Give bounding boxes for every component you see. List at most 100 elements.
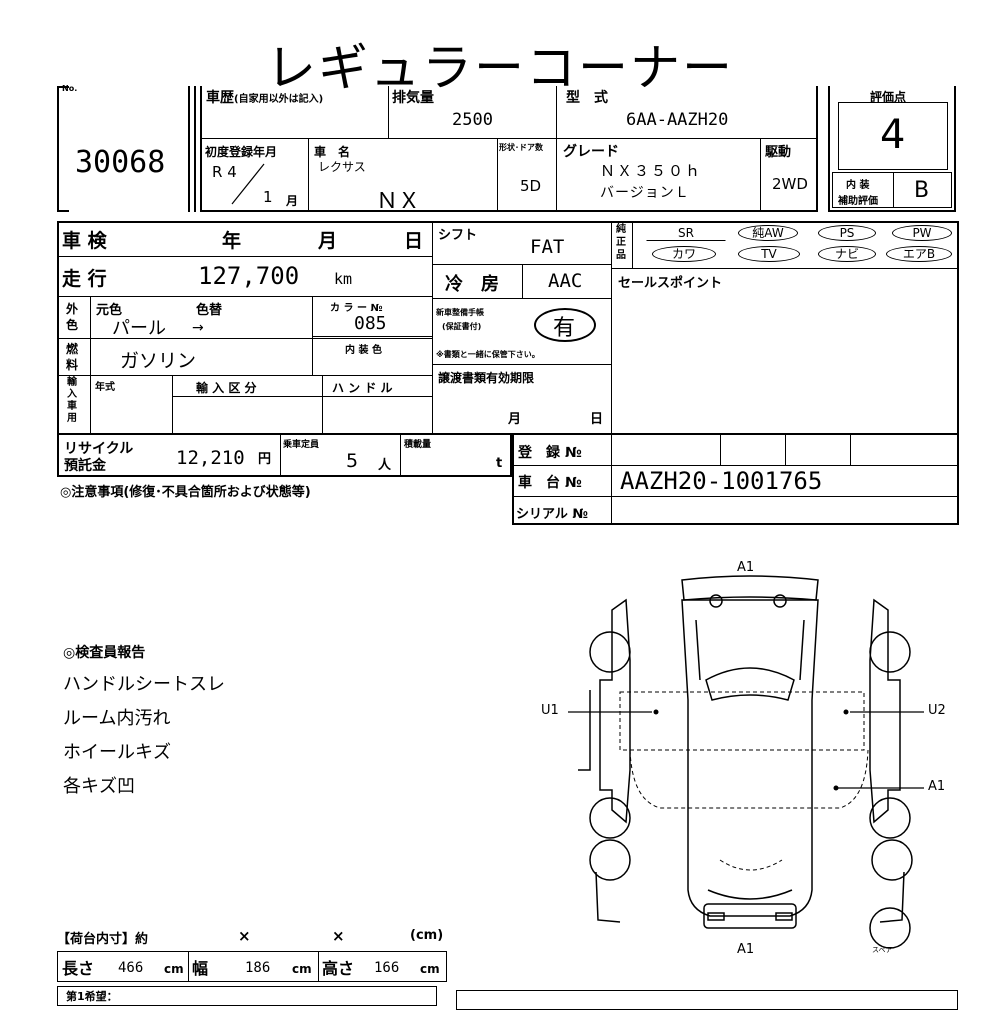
mileage-value: 127,700 (198, 262, 300, 290)
equip-sr: SR (646, 225, 726, 241)
serial-label: シリアル № (516, 507, 589, 522)
length-cm: cm (164, 962, 184, 976)
width-value: 186 (245, 960, 271, 976)
car-name-label: 車 名 (314, 145, 351, 159)
equip-pw: PW (892, 225, 952, 241)
notes-heading: ◎注意事項(修復･不具合箇所および状態等) (60, 485, 311, 500)
records-note: ※書類と一緒に保管下さい。 (436, 350, 540, 359)
records-label-1: 新車整備手帳 (436, 308, 484, 317)
cargo-heading: 【荷台内寸】約 (57, 932, 149, 947)
cargo-dims (57, 951, 447, 982)
shift-label: シフト (438, 228, 478, 243)
diagram-label-spare: スペア (872, 946, 893, 954)
transfer-month: 月 (508, 412, 522, 427)
score-value: 4 (880, 112, 906, 158)
shaken-month-unit: 月 (318, 230, 338, 252)
equipment-label: 純正品 (616, 224, 626, 261)
diagram-label-left: U1 (541, 703, 559, 718)
grade-label: グレード (563, 144, 619, 160)
fuel-value: ガソリン (120, 350, 197, 372)
equip-airbag: エアB (886, 246, 952, 262)
memo-box (456, 990, 958, 1010)
recycle-yen: 円 (258, 452, 272, 467)
sales-point-label: セールスポイント (618, 276, 723, 291)
interior-score: B (914, 178, 930, 203)
height-cm: cm (420, 962, 440, 976)
inspector-item: ホイールキズ (63, 742, 171, 763)
recycle-box (57, 435, 512, 477)
interior-label-2: 補助評価 (838, 196, 878, 207)
width-label: 幅 (192, 959, 209, 978)
car-name: ＮＸ (376, 189, 421, 214)
records-value-oval (534, 308, 596, 342)
interior-color-label: 内 装 色 (345, 345, 382, 356)
transfer-day: 日 (590, 412, 604, 427)
shaken-label: 車 検 (62, 230, 107, 252)
chassis-label: 車 台 № (518, 475, 582, 491)
registration-box (512, 435, 959, 525)
first-reg-label: 初度登録年月 (205, 145, 278, 159)
original-color: パール (112, 318, 166, 339)
handle-label: ハ ン ド ル (332, 381, 393, 395)
cargo-unit: (cm) (410, 928, 444, 943)
shaken-year-unit: 年 (222, 230, 242, 252)
fuel-label-2: 料 (66, 358, 79, 372)
equip-tv: TV (738, 246, 800, 262)
grade-line2: バージョンＬ (600, 185, 690, 201)
recycle-label-2: 預託金 (64, 458, 106, 474)
records-label-2: (保証書付) (442, 322, 482, 331)
transfer-label: 譲渡書類有効期限 (438, 371, 535, 385)
shaken-day-unit: 日 (404, 230, 424, 252)
diagram-label-rear: A1 (737, 942, 755, 957)
inspector-item: ルーム内汚れ (63, 708, 171, 729)
displacement-value: 2500 (452, 110, 493, 130)
records-value: 有 (553, 316, 576, 341)
grade-line1: ＮＸ３５０ｈ (600, 162, 703, 180)
interior-score-box (832, 172, 952, 208)
color-no: 085 (354, 313, 387, 334)
first-reg-era: R 4 (212, 163, 237, 181)
first-reg-month-unit: 月 (286, 194, 299, 208)
height-value: 166 (374, 960, 400, 976)
capacity-unit: 人 (378, 458, 392, 473)
recycle-label-1: リサイクル (64, 441, 134, 457)
reg-no-label: 登 録 № (518, 445, 582, 461)
score-label: 評価点 (870, 90, 907, 104)
displacement-label: 排気量 (392, 90, 434, 106)
inspector-item: ハンドルシートスレ (63, 674, 225, 695)
vehicle-info-grid (200, 86, 818, 212)
history-note: (自家用以外は記入) (234, 94, 324, 105)
ac-label: 冷 房 (445, 274, 499, 295)
date-slash (231, 163, 265, 205)
recycle-amount: 12,210 (176, 447, 245, 469)
load-unit: t (496, 456, 503, 471)
chassis-no: AAZH20-1001765 (620, 467, 823, 495)
mileage-label: 走 行 (62, 268, 107, 290)
color-label-2: 色 (66, 318, 79, 332)
repaint-arrow: → (192, 320, 204, 336)
doors-value: 5D (520, 177, 542, 195)
length-label: 長さ (62, 959, 95, 978)
request-label: 第1希望： (66, 990, 118, 1003)
lot-number: 30068 (75, 145, 166, 180)
cargo-x2: × (332, 927, 345, 945)
capacity-label: 乗車定員 (283, 440, 320, 450)
original-color-label: 元色 (96, 303, 123, 318)
model-code: 6AA-AAZH20 (626, 110, 729, 130)
page-title: レギュラーコーナー (266, 39, 734, 97)
score-box (838, 102, 948, 170)
diagram-label-front: A1 (737, 560, 755, 575)
shift-value: FAT (530, 236, 565, 258)
ac-value: AAC (548, 270, 583, 292)
car-damage-diagram (568, 575, 924, 949)
first-reg-month: 1 (263, 188, 273, 206)
load-label: 積載量 (404, 440, 432, 450)
diagram-label-right: U2 (928, 703, 946, 718)
import-label: 輸入車用 (67, 377, 77, 424)
import-type-label: 輸 入 区 分 (196, 381, 257, 395)
no-label: No. (62, 84, 78, 93)
fuel-label-1: 燃 (66, 342, 79, 356)
color-no-label: カ ラ ー № (330, 303, 383, 314)
capacity-value: 5 (346, 450, 359, 472)
repaint-label: 色替 (196, 303, 223, 318)
